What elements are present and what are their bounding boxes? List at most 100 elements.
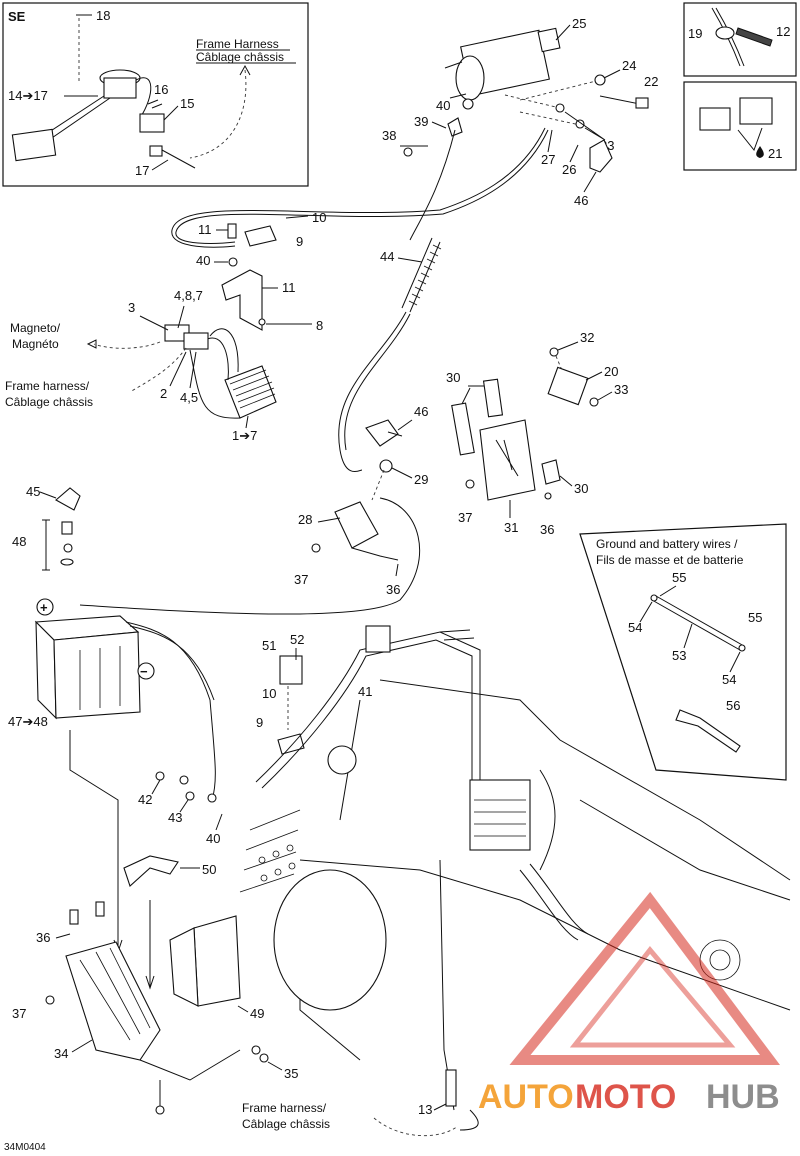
- annotation-frame-harness-mid-fr: Câblage châssis: [5, 395, 93, 409]
- figure-code: 34M0404: [4, 1142, 46, 1153]
- callout-40-top: 40: [436, 98, 450, 113]
- strap-50: [123, 855, 179, 887]
- boot-30: [541, 459, 561, 485]
- mounting-bracket: [221, 269, 263, 331]
- callout-49: 49: [250, 1006, 264, 1021]
- callout-52: 52: [290, 632, 304, 647]
- callout-28: 28: [298, 512, 312, 527]
- watermark-text-auto: AUTO: [478, 1078, 574, 1116]
- callout-12: 12: [776, 24, 790, 39]
- inset-ground-wires-frame: [579, 523, 787, 781]
- callout-9-mid: 9: [256, 715, 263, 730]
- callout-35: 35: [284, 1066, 298, 1081]
- callout-17: 17: [135, 163, 149, 178]
- relay-20: [547, 366, 589, 406]
- starter-solenoid: [444, 24, 571, 101]
- filler-cap: [327, 745, 357, 775]
- clip-9: [244, 225, 277, 247]
- callout-39: 39: [414, 114, 428, 129]
- voltage-regulator: [189, 328, 277, 419]
- callout-43: 43: [168, 810, 182, 825]
- callout-36-bottom: 36: [36, 930, 50, 945]
- terminal-boot-46: [589, 139, 613, 173]
- callout-16: 16: [154, 82, 168, 97]
- callout-38: 38: [382, 128, 396, 143]
- sensor-connector: [139, 99, 196, 169]
- callout-53: 53: [672, 648, 686, 663]
- battery-negative-label: −: [140, 664, 148, 679]
- callout-46-top: 46: [574, 193, 588, 208]
- battery-47: [34, 615, 141, 720]
- callout-36-coil: 36: [386, 582, 400, 597]
- callout-42: 42: [138, 792, 152, 807]
- callout-11-top: 11: [198, 222, 212, 237]
- callout-10-top: 10: [312, 210, 326, 225]
- corrugated-tube-44: [401, 237, 442, 313]
- callout-44: 44: [380, 249, 394, 264]
- callout-45: 45: [26, 484, 40, 499]
- callout-11-mid: 11: [282, 280, 296, 295]
- callout-22: 22: [644, 74, 658, 89]
- callout-8: 8: [316, 318, 323, 333]
- battery-positive-symbol: [36, 598, 54, 616]
- inset-se-title: SE: [8, 9, 26, 24]
- callout-21: 21: [768, 146, 782, 161]
- callout-4-5: 4,5: [180, 390, 198, 405]
- battery-positive-label: +: [40, 600, 48, 615]
- callout-30-top: 30: [446, 370, 460, 385]
- callout-31: 31: [504, 520, 518, 535]
- callout-51: 51: [262, 638, 276, 653]
- crimping-pliers-56: [675, 709, 741, 753]
- inset-connector: 21: [683, 81, 797, 171]
- callout-37-bottom: 37: [12, 1006, 26, 1021]
- inset-se: SE Frame Harness Câblage châssis 18 14➔1…: [2, 2, 309, 187]
- annotation-magneto-fr: Magnéto: [12, 337, 59, 351]
- callout-18: 18: [96, 8, 110, 23]
- callout-47-48: 47➔48: [8, 714, 48, 729]
- inset-se-harness-label-fr: Câblage châssis: [196, 50, 284, 64]
- connector-51: [279, 655, 303, 685]
- oil-reservoir: [469, 779, 531, 851]
- callout-40-mid: 40: [196, 253, 210, 268]
- annotation-magneto-en: Magneto/: [10, 321, 61, 335]
- callout-27: 27: [541, 152, 555, 167]
- callout-34: 34: [54, 1046, 68, 1061]
- connector-male-icon: [699, 107, 731, 131]
- callout-9-top: 9: [296, 234, 303, 249]
- annotation-frame-harness-bottom-fr: Câblage châssis: [242, 1117, 330, 1131]
- sleeve-icon: [735, 27, 773, 47]
- ground-wire-53: [651, 595, 745, 651]
- annotation-frame-harness-mid-en: Frame harness/: [5, 379, 90, 393]
- callout-14-17: 14➔17: [8, 88, 48, 103]
- inset-ties-frame: [683, 2, 797, 77]
- callout-3: 3: [128, 300, 135, 315]
- inset-ground-wires: Ground and battery wires / Fils de masse…: [579, 523, 787, 781]
- callout-1-7: 1➔7: [232, 428, 257, 443]
- callout-50: 50: [202, 862, 216, 877]
- callout-40-bottom: 40: [206, 831, 220, 846]
- callout-36-mid: 36: [540, 522, 554, 537]
- bracket-31: [479, 419, 536, 501]
- callout-4-8-7: 4,8,7: [174, 288, 203, 303]
- callout-32: 32: [580, 330, 594, 345]
- callout-54-b: 54: [722, 672, 736, 687]
- callout-10-mid: 10: [262, 686, 276, 701]
- ground-wires-title-en: Ground and battery wires /: [596, 537, 738, 551]
- inset-se-harness-label-en: Frame Harness: [196, 37, 279, 51]
- ground-wires-title-fr: Fils de masse et de batterie: [596, 553, 744, 567]
- callout-29: 29: [414, 472, 428, 487]
- callout-54-a: 54: [628, 620, 642, 635]
- callout-46-mid: 46: [414, 404, 428, 419]
- battery-tray-34: [65, 941, 241, 1081]
- fuel-level-sensor: [11, 69, 152, 162]
- callout-19: 19: [688, 26, 702, 41]
- annotation-frame-harness-bottom-en: Frame harness/: [242, 1101, 327, 1115]
- callout-24: 24: [622, 58, 636, 73]
- watermark-triangle-icon: [509, 891, 780, 1065]
- callout-41: 41: [358, 684, 372, 699]
- automotohub-watermark: AUTO MOTO HUB: [478, 891, 780, 1116]
- boot-46-mid: [365, 419, 399, 447]
- watermark-text-hub: HUB: [706, 1078, 780, 1116]
- callout-26: 26: [562, 162, 576, 177]
